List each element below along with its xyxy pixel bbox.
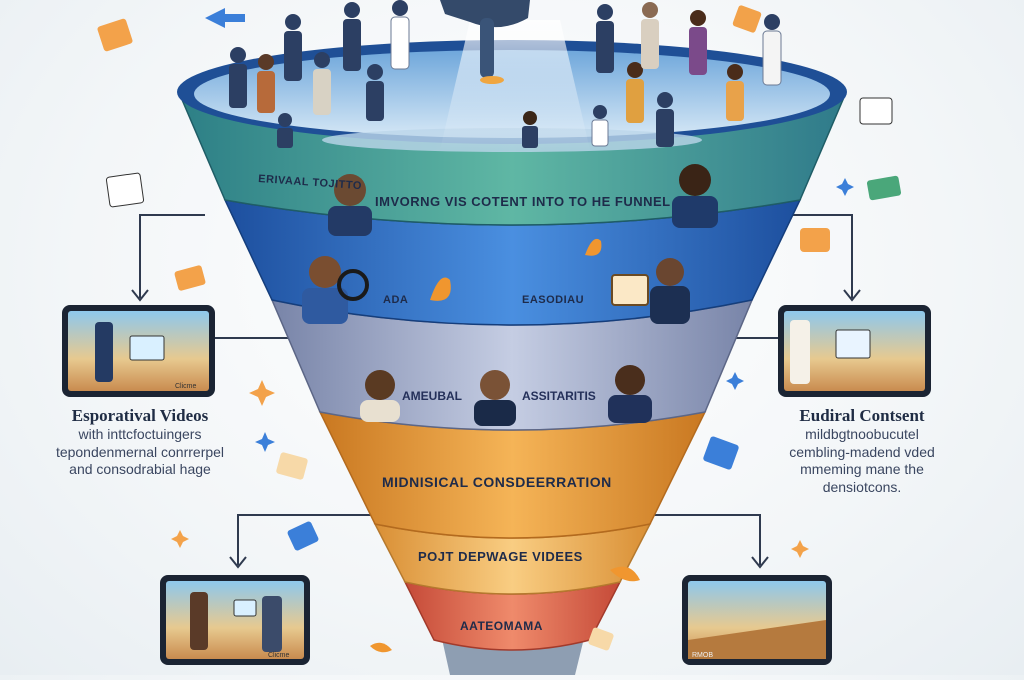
left-panel-title: Esporatival Videos [71, 406, 209, 425]
sparkle-icon-2 [255, 432, 275, 452]
arrowhead-left-screen [131, 289, 149, 302]
card-icon-3 [859, 97, 893, 125]
person-figure [656, 92, 674, 147]
faucet-icon [440, 0, 530, 28]
band4-text: MIDNISICAL CONSDEERRATION [382, 474, 612, 490]
right-panel-line: cembling-madend vded [789, 443, 935, 460]
sparkle-icon-4 [726, 372, 744, 390]
person-figure [313, 52, 331, 115]
portrait-figure [672, 164, 718, 228]
left-panel-line: tepondenmernal conrrerpel [55, 443, 225, 460]
card-icon-4 [174, 265, 206, 291]
content-pour [440, 0, 590, 150]
portrait-figure [302, 256, 348, 324]
portrait-figure [328, 174, 372, 236]
band3-right-text: ASSITARITIS [522, 389, 596, 403]
right-panel-line: densiotcons. [822, 478, 902, 495]
arrow-to-right-screen [790, 214, 853, 298]
bottom-left-video-screen: Clicme [160, 575, 310, 665]
card-icon [97, 18, 133, 52]
card-icon-6 [287, 521, 319, 551]
arrowhead-bottom-right-screen [751, 556, 769, 569]
faucet-pipe [480, 18, 494, 78]
right-panel-title: Eudiral Contsent [799, 406, 925, 425]
band-portraits [302, 164, 718, 426]
band3-left-text: AMEUBAL [402, 389, 462, 403]
right-panel-text: Eudiral Contsent mildbgtnoobucutel cembl… [762, 405, 962, 496]
person-figure [343, 2, 361, 71]
card-icon-8 [588, 627, 614, 651]
left-screen-caption: Clicme [175, 383, 196, 390]
floating-decorations [97, 5, 902, 653]
person-figure [726, 64, 744, 121]
person-figure [591, 105, 609, 147]
left-video-screen: Clicme [62, 305, 215, 397]
arrow-icon [205, 8, 245, 28]
connector-arrows [131, 214, 861, 569]
drop-icon-2 [585, 238, 602, 256]
ticket-icon [105, 172, 145, 208]
card-icon-2 [732, 5, 762, 33]
band1-main-text: IMVORNG VIS COTENT INTO TO HE FUNNEL [375, 194, 671, 209]
band6-text: AATEOMAMA [460, 619, 543, 633]
band5-text: POJT DEPWAGE VIDEES [418, 549, 583, 564]
arrow-to-bottom-left-screen [237, 514, 400, 565]
arrow-to-bottom-right-screen [630, 514, 761, 565]
sparkle-icon-6 [791, 540, 809, 558]
bottom-right-video-screen: RMOB [682, 575, 832, 665]
person-figure [762, 14, 782, 86]
right-panel-line: mildbgtnoobucutel [805, 426, 919, 443]
person-figure [689, 10, 707, 75]
left-panel-line: with inttcfoctuingers [78, 426, 202, 443]
arrowhead-right-screen [843, 289, 861, 302]
bottom-left-screen-caption: Clicme [268, 652, 289, 659]
person-figure [366, 64, 384, 121]
crowd-figures [229, 0, 782, 148]
person-figure [390, 0, 410, 70]
portrait-figure [650, 258, 690, 324]
leaf-icon-2 [370, 642, 392, 653]
left-panel-text: Esporatival Videos with inttcfoctuingers… [35, 405, 245, 479]
band2-left-text: ADA [383, 294, 408, 306]
sparkle-icon [249, 380, 275, 406]
person-figure [522, 111, 538, 148]
portrait-figure [474, 370, 516, 426]
person-figure [229, 47, 247, 108]
pour-drop [480, 76, 504, 84]
banknote-icon [866, 175, 902, 201]
card-icon-7 [276, 452, 308, 480]
person-figure [596, 4, 614, 73]
arrow-to-left-screen [139, 214, 205, 298]
drop-icon [430, 277, 451, 301]
leaf-icon [610, 566, 640, 582]
sparkle-icon-3 [836, 178, 854, 196]
person-figure [257, 54, 275, 113]
portrait-figure [608, 365, 652, 423]
right-panel-line: mmeming mane the [800, 461, 924, 478]
magnifier-icon [337, 269, 369, 301]
arrowhead-bottom-left-screen [229, 556, 247, 569]
person-figure [284, 14, 302, 81]
sparkle-icon-5 [171, 530, 189, 548]
right-video-screen [778, 305, 931, 397]
band2-right-text: EASODIAU [522, 294, 584, 306]
portrait-figure [360, 370, 400, 422]
person-figure [626, 62, 644, 123]
easel-icon [611, 274, 649, 306]
person-figure [641, 2, 659, 69]
left-panel-line: and consodrabial hage [69, 461, 211, 478]
person-figure [277, 113, 293, 148]
bag-icon [800, 228, 830, 252]
bottom-right-screen-caption: RMOB [692, 652, 713, 659]
card-icon-5 [703, 436, 739, 470]
light-beam [440, 20, 590, 150]
